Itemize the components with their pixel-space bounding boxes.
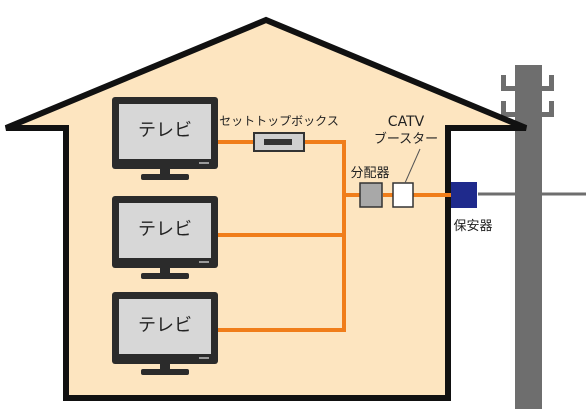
tv-1-label: テレビ [138, 120, 192, 141]
coax-cables [214, 140, 451, 332]
tv-3-label: テレビ [138, 315, 192, 336]
set-top-box [253, 132, 305, 152]
booster-callout-line [404, 148, 421, 184]
booster-label: ブースター [374, 131, 438, 147]
tv-3 [112, 292, 218, 375]
booster-box [392, 182, 414, 208]
tv-1 [112, 97, 218, 180]
protector-label: 保安器 [453, 219, 492, 234]
set-top-box-label: セットトップボックス [219, 114, 339, 128]
tv-2-label: テレビ [138, 219, 192, 240]
house-outline [4, 16, 528, 401]
protector-box [451, 182, 477, 208]
splitter-box [359, 182, 383, 208]
splitter-label: 分配器 [350, 166, 389, 181]
catv-label: CATV [388, 114, 425, 130]
tv-2 [112, 196, 218, 279]
